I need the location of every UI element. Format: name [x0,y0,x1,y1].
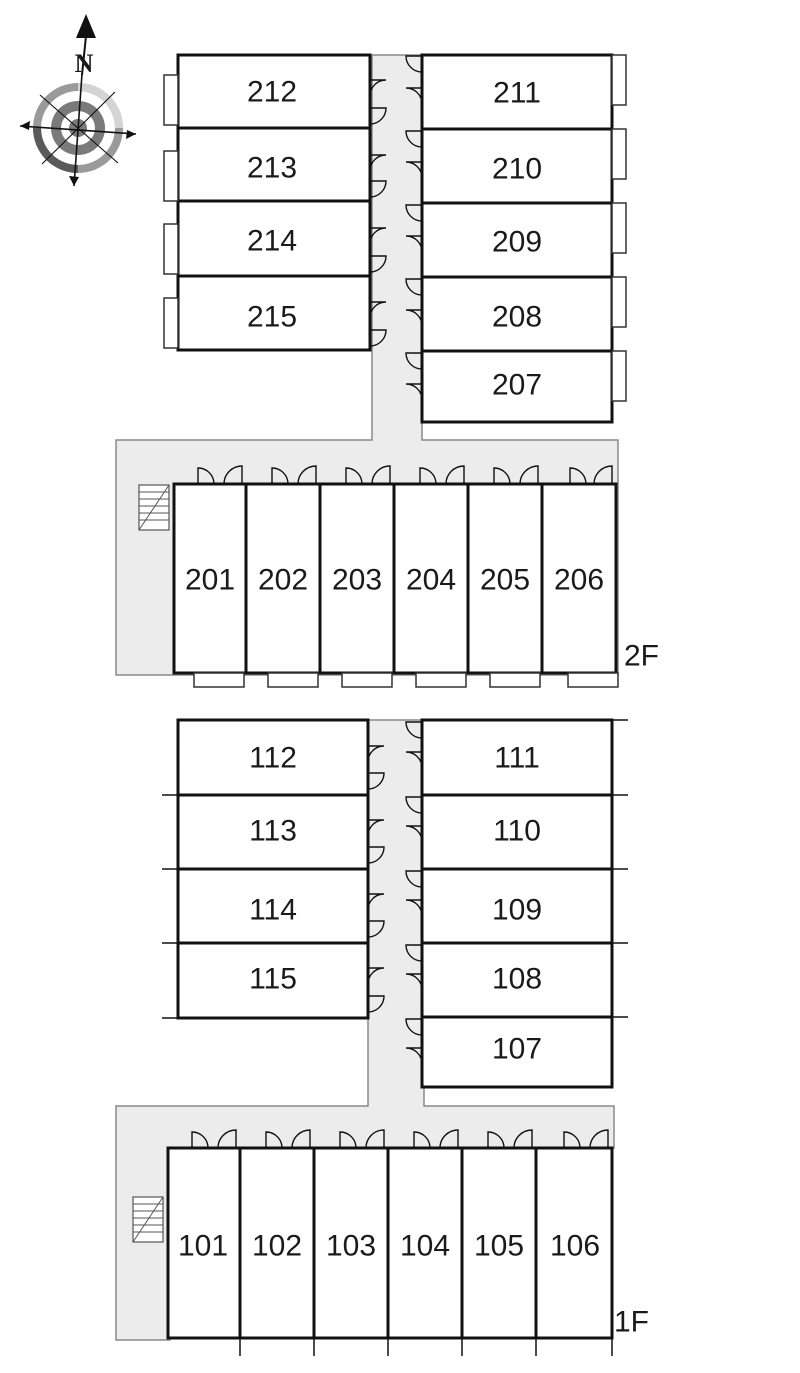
room-label: 109 [492,894,542,927]
room-label: 107 [492,1033,542,1066]
room-label: 206 [554,564,604,597]
room-108[interactable] [420,941,614,1019]
room-label: 112 [249,742,297,775]
room-202[interactable] [244,482,322,675]
room-label: 203 [332,564,382,597]
doors-2f-right [405,55,423,401]
room-label: 103 [326,1230,376,1263]
room-107[interactable] [420,1015,614,1089]
doors-2f-left [369,79,387,347]
room-label: 106 [550,1230,600,1263]
room-105[interactable] [460,1146,538,1340]
floor-label-1f: 1F [614,1306,649,1339]
room-215[interactable] [176,274,372,352]
doors-1f-bottom [191,1129,609,1149]
floor-label-2f: 2F [624,640,659,673]
room-109[interactable] [420,867,614,945]
room-label: 210 [492,153,542,186]
north-label: N [75,49,94,78]
room-label: 102 [252,1230,302,1263]
room-label: 201 [185,564,235,597]
room-label: 211 [493,77,541,110]
room-label: 215 [247,301,297,334]
room-103[interactable] [312,1146,390,1340]
doors-1f-right [405,721,423,1065]
room-label: 208 [492,301,542,334]
room-label: 105 [474,1230,524,1263]
room-label: 115 [249,963,297,996]
room-label: 205 [480,564,530,597]
doors-2f-bottom [197,465,613,485]
room-label: 101 [178,1230,228,1263]
floor-1f: 112 111 113 110 114 109 115 108 107 101 … [115,718,649,1356]
room-207[interactable] [420,349,614,424]
room-label: 214 [247,225,297,258]
room-label: 108 [492,963,542,996]
room-204[interactable] [392,482,470,675]
room-label: 204 [406,564,456,597]
compass-icon [19,14,137,187]
room-112[interactable] [176,718,370,797]
room-203[interactable] [318,482,396,675]
floor-2f: 212 211 213 210 214 209 215 208 207 201 … [115,53,659,688]
room-114[interactable] [176,867,370,945]
doors-1f-left [367,745,385,1013]
room-110[interactable] [420,793,614,871]
room-label: 104 [400,1230,450,1263]
room-label: 212 [247,76,297,109]
room-102[interactable] [238,1146,316,1340]
room-label: 113 [249,815,297,848]
room-label: 111 [494,742,540,775]
room-201[interactable] [172,482,248,675]
room-label: 202 [258,564,308,597]
room-label: 110 [493,815,541,848]
room-label: 207 [492,369,542,402]
room-106[interactable] [534,1146,614,1340]
room-label: 213 [247,152,297,185]
room-213[interactable] [176,126,372,203]
room-214[interactable] [176,199,372,278]
room-label: 209 [492,226,542,259]
room-label: 114 [249,894,297,927]
room-209[interactable] [420,201,614,279]
